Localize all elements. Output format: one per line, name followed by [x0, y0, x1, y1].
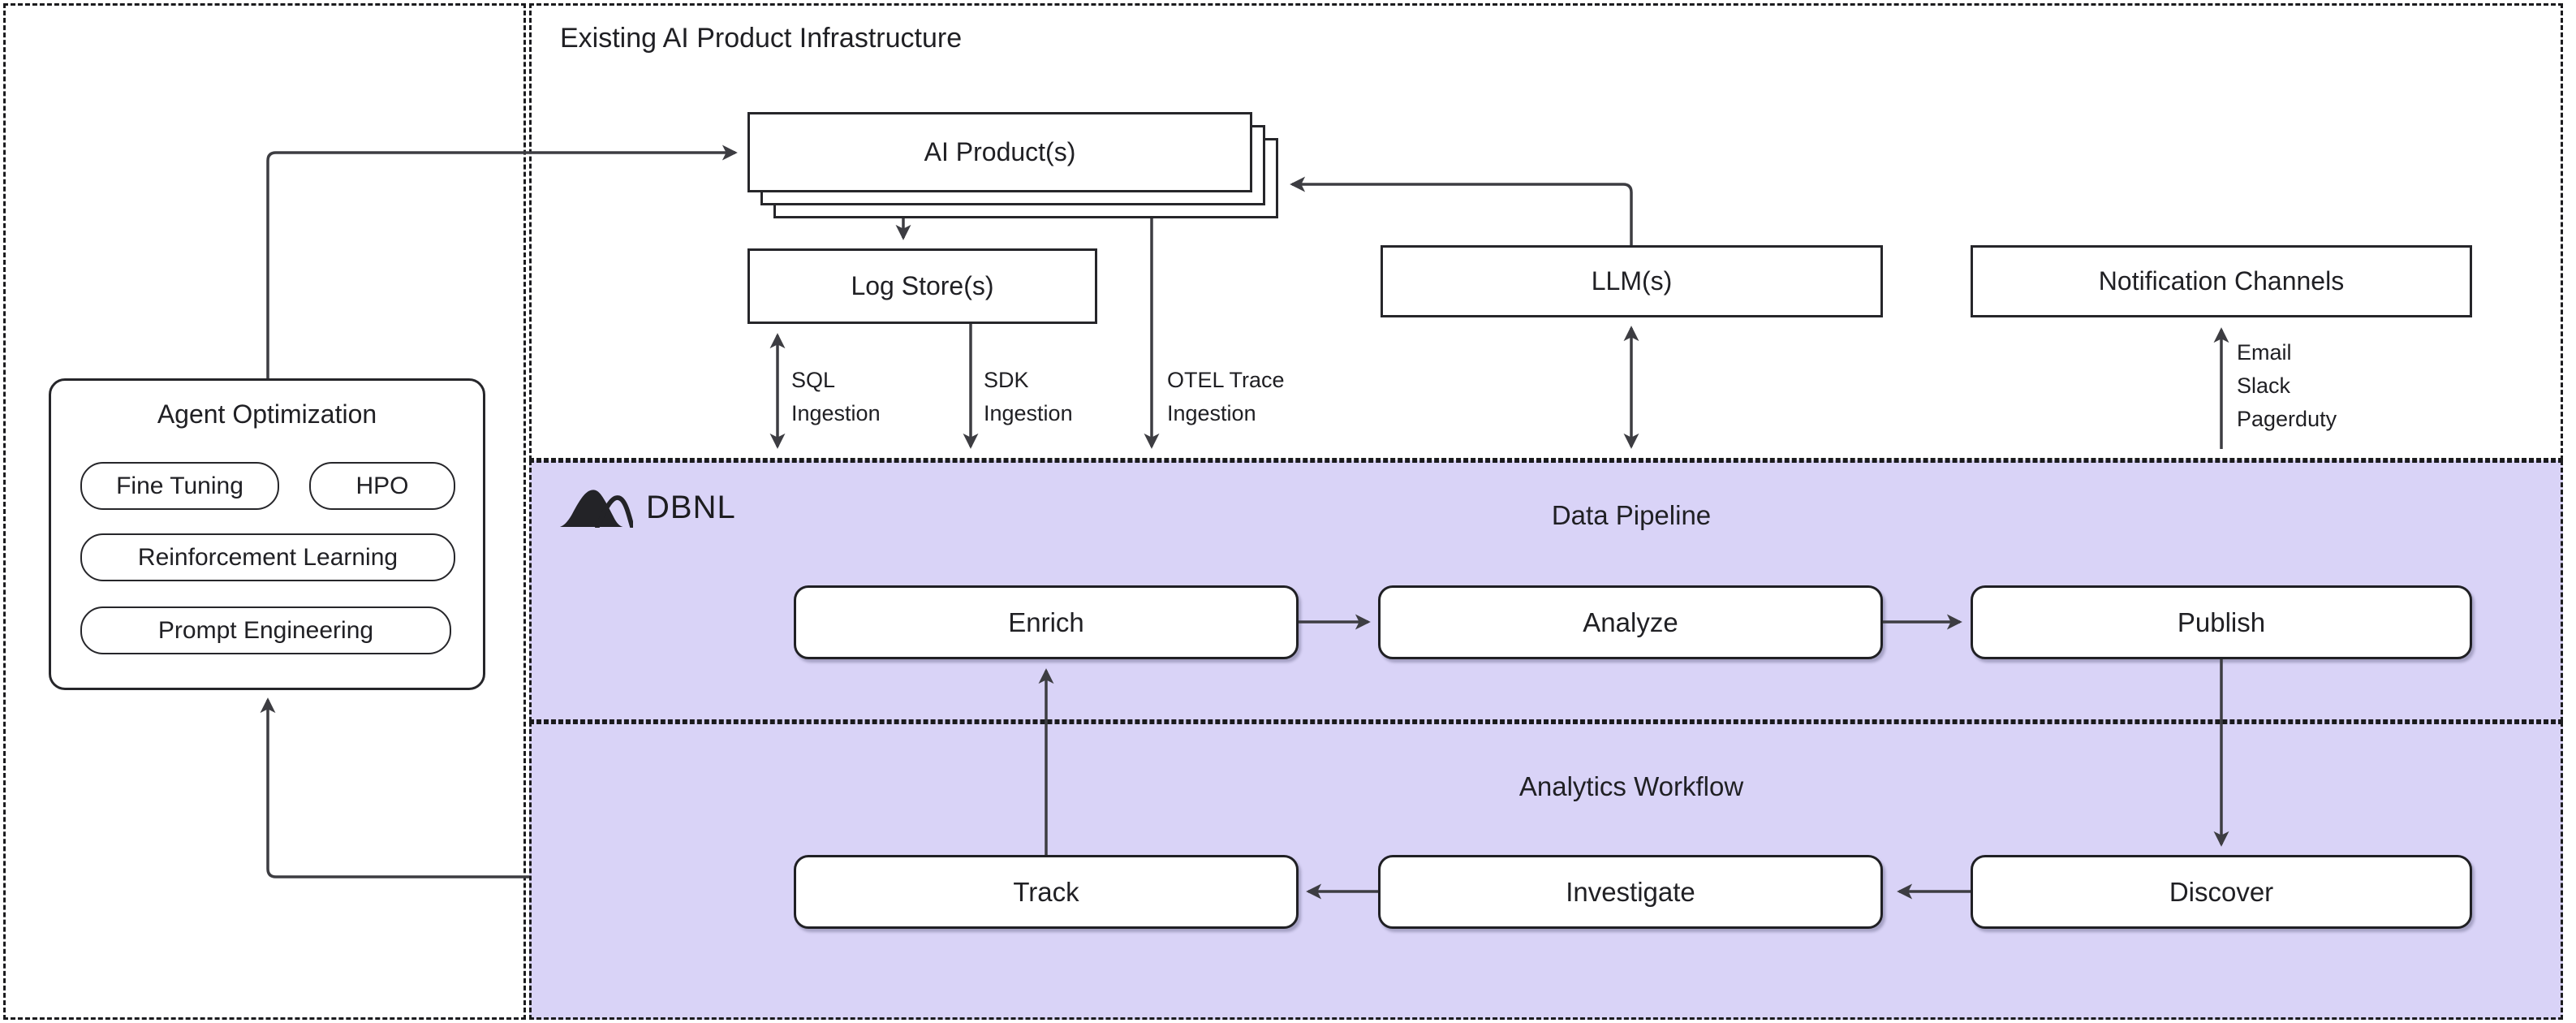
hpo-pill: HPO	[309, 462, 455, 510]
otel-ingestion-line2: Ingestion	[1167, 401, 1256, 425]
fine-tuning-pill: Fine Tuning	[80, 462, 279, 510]
notification-slack-line: Slack	[2237, 373, 2291, 398]
sql-ingestion-line2: Ingestion	[791, 401, 881, 425]
analyze-label: Analyze	[1583, 606, 1678, 637]
notification-channels-box: Notification Channels	[1971, 245, 2472, 317]
sql-ingestion-line1: SQL	[791, 368, 836, 392]
llms-label: LLM(s)	[1591, 266, 1673, 296]
notification-email-line: Email	[2237, 340, 2292, 365]
track-label: Track	[1013, 876, 1079, 907]
log-stores-label: Log Store(s)	[851, 271, 994, 300]
track-node: Track	[794, 855, 1299, 929]
data-pipeline-title: Data Pipeline	[1551, 500, 1712, 530]
ai-products-box: AI Product(s)	[747, 112, 1252, 192]
notification-pagerduty-line: Pagerduty	[2237, 407, 2337, 431]
analytics-workflow-title: Analytics Workflow	[1518, 771, 1744, 801]
sdk-ingestion-line1: SDK	[984, 368, 1029, 392]
llms-box: LLM(s)	[1381, 245, 1883, 317]
reinforcement-learning-pill: Reinforcement Learning	[80, 533, 455, 581]
analyze-node: Analyze	[1378, 585, 1883, 659]
sql-ingestion-label: SQL Ingestion	[791, 364, 881, 430]
infrastructure-panel-title: Existing AI Product Infrastructure	[560, 23, 963, 54]
dbnl-brand: DBNL	[558, 487, 736, 528]
dbnl-brand-label: DBNL	[646, 489, 736, 525]
discover-node: Discover	[1971, 855, 2472, 929]
publish-node: Publish	[1971, 585, 2472, 659]
notification-methods-label: Email Slack Pagerduty	[2237, 336, 2337, 436]
publish-label: Publish	[2177, 606, 2266, 637]
otel-trace-ingestion-label: OTEL Trace Ingestion	[1167, 364, 1285, 430]
sdk-ingestion-label: SDK Ingestion	[984, 364, 1073, 430]
otel-ingestion-line1: OTEL Trace	[1167, 368, 1285, 392]
enrich-label: Enrich	[1008, 606, 1084, 637]
prompt-engineering-pill: Prompt Engineering	[80, 606, 451, 654]
discover-label: Discover	[2169, 876, 2274, 907]
dbnl-mountain-icon	[559, 490, 633, 528]
log-stores-box: Log Store(s)	[747, 248, 1097, 324]
agent-optimization-title: Agent Optimization	[157, 399, 377, 429]
investigate-label: Investigate	[1566, 876, 1695, 907]
sdk-ingestion-line2: Ingestion	[984, 401, 1073, 425]
investigate-node: Investigate	[1378, 855, 1883, 929]
enrich-node: Enrich	[794, 585, 1299, 659]
notification-channels-label: Notification Channels	[2098, 266, 2345, 296]
ai-products-label: AI Product(s)	[924, 137, 1076, 166]
